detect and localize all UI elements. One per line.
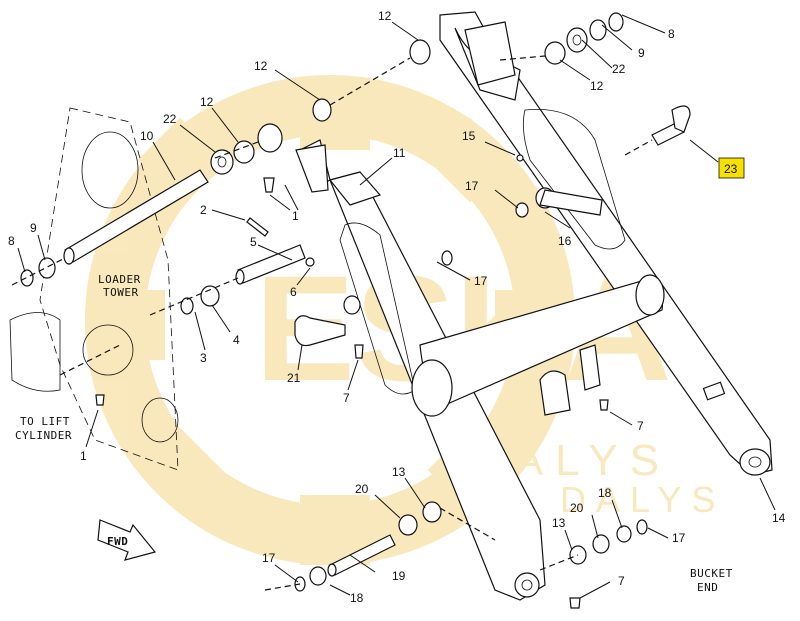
- callout-17[interactable]: 17: [672, 531, 686, 545]
- callout-20[interactable]: 20: [355, 482, 369, 496]
- callout-2[interactable]: 2: [200, 203, 207, 217]
- callout-18[interactable]: 18: [350, 591, 364, 605]
- callout-20[interactable]: 20: [570, 501, 584, 515]
- callout-19[interactable]: 19: [392, 569, 406, 583]
- callout-22[interactable]: 22: [163, 112, 177, 126]
- callout-10[interactable]: 10: [140, 129, 154, 143]
- lift-cylinder-label-line2: CYLINDER: [15, 429, 72, 442]
- loader-tower: [9, 107, 179, 471]
- callout-6[interactable]: 6: [290, 285, 297, 299]
- fwd-label: FWD: [107, 535, 128, 548]
- callout-23[interactable]: 23: [724, 162, 738, 176]
- bucket-end-label-line2: END: [697, 581, 718, 594]
- callouts: 12 8 9 22 12 12 12 22 10 15 23 11 1 2 17…: [8, 9, 786, 605]
- hardware: [20, 12, 691, 609]
- callout-15[interactable]: 15: [462, 129, 476, 143]
- callout-8[interactable]: 8: [8, 234, 15, 248]
- callout-7[interactable]: 7: [637, 419, 644, 433]
- callout-9[interactable]: 9: [30, 221, 37, 235]
- callout-16[interactable]: 16: [558, 234, 572, 248]
- callout-14[interactable]: 14: [772, 511, 786, 525]
- callout-17[interactable]: 17: [262, 551, 276, 565]
- leader-lines: [17, 14, 776, 599]
- callout-7[interactable]: 7: [343, 391, 350, 405]
- callout-22[interactable]: 22: [612, 62, 626, 76]
- callout-23-highlight: [718, 157, 745, 179]
- callout-12[interactable]: 12: [254, 59, 268, 73]
- callout-13[interactable]: 13: [392, 465, 406, 479]
- bucket-end-label-line1: BUCKET: [690, 567, 733, 580]
- callout-13[interactable]: 13: [552, 516, 566, 530]
- callout-1[interactable]: 1: [80, 449, 87, 463]
- callout-12[interactable]: 12: [590, 79, 604, 93]
- assembly-lines: [11, 55, 653, 591]
- callout-3[interactable]: 3: [200, 351, 207, 365]
- callout-17[interactable]: 17: [474, 274, 488, 288]
- callout-21[interactable]: 21: [287, 371, 301, 385]
- callout-5[interactable]: 5: [250, 235, 257, 249]
- watermark-text-small-2: DALYS: [560, 479, 725, 520]
- callout-7[interactable]: 7: [618, 574, 625, 588]
- callout-18[interactable]: 18: [598, 486, 612, 500]
- callout-17[interactable]: 17: [465, 179, 479, 193]
- callout-1[interactable]: 1: [292, 209, 299, 223]
- callout-12[interactable]: 12: [200, 95, 214, 109]
- loader-tower-label-line2: TOWER: [103, 286, 139, 299]
- callout-11[interactable]: 11: [393, 146, 406, 160]
- callout-12[interactable]: 12: [378, 9, 392, 23]
- callout-4[interactable]: 4: [233, 333, 240, 347]
- callout-9[interactable]: 9: [638, 46, 645, 60]
- lift-cylinder-label-line1: TO LIFT: [20, 415, 70, 428]
- loader-tower-label-line1: LOADER: [98, 273, 141, 286]
- loader-arm: [299, 11, 773, 601]
- fwd-arrow-icon: FWD: [97, 519, 157, 561]
- callout-8[interactable]: 8: [668, 27, 675, 41]
